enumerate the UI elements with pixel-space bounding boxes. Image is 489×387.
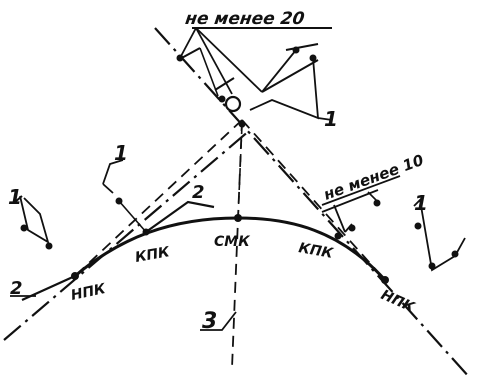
kpk-left-label: КПК [134, 244, 171, 266]
left-offset-markers [14, 159, 150, 280]
right-offset-markers [321, 189, 466, 284]
top-distance-label: не менее 20 [184, 9, 306, 29]
callout-2-left: 2 [10, 278, 23, 299]
npk-right-label: НПК [378, 287, 417, 316]
top-offset-markers [176, 43, 319, 103]
callout-3: 3 [202, 309, 217, 334]
vertex-circle [224, 95, 242, 113]
bend-line [145, 200, 215, 233]
smk-label: СМК [214, 234, 250, 250]
dashed-line-to-smk [237, 124, 243, 219]
callout-2-bend: 2 [192, 182, 205, 203]
side-distance-label: не менее 10 [321, 151, 426, 204]
kpk-right-label: КПК [297, 240, 334, 262]
npk-left-label: НПК [70, 281, 108, 304]
dashed-line-to-left-tangent [74, 119, 243, 277]
callout-1-top: 1 [324, 107, 338, 131]
side-label-underline [321, 175, 401, 206]
callout-3-leader [200, 311, 237, 331]
callout-1-right: 1 [414, 191, 428, 215]
right-tangent-line [154, 27, 471, 379]
callout-1-left-outer: 1 [8, 185, 22, 209]
callout-1-left-inner: 1 [114, 141, 128, 165]
top-leader-1 [179, 27, 197, 59]
callout-1-top-mark [249, 57, 320, 120]
left-tangent-line [3, 129, 251, 341]
top-leader-3 [195, 27, 263, 93]
vertex-point [238, 120, 246, 128]
top-leader-2 [195, 27, 233, 95]
smk-point [234, 214, 242, 222]
